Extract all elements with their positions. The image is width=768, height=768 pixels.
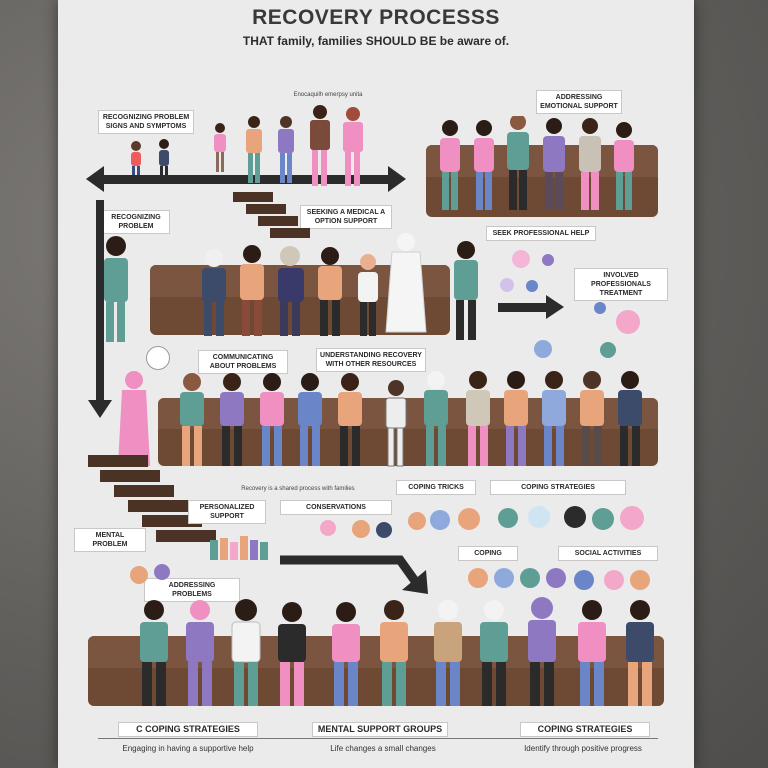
- flower-icon: [616, 310, 640, 334]
- stair-step: [128, 500, 188, 512]
- leaf-icon: [600, 342, 616, 358]
- label-social-activities: SOCIAL ACTIVITIES: [558, 546, 658, 561]
- stair-step: [270, 228, 310, 238]
- stair-step: [88, 455, 148, 467]
- bottom-note-3: Identify through positive progress: [524, 744, 642, 753]
- bottom-note-1: Engaging in having a supportive help: [122, 744, 254, 753]
- stair-step: [142, 515, 202, 527]
- flower-icon: [154, 564, 170, 580]
- label-recognizing-problem: RECOGNIZING PROBLEM: [102, 210, 170, 234]
- ball-icon: [430, 510, 450, 530]
- arrow-down-head-icon: [88, 400, 112, 418]
- face-icon: [528, 506, 550, 528]
- label-coping-tricks: COPING TRICKS: [396, 480, 476, 495]
- cage-icon: [376, 522, 392, 538]
- arrow-right-head-icon: [546, 295, 564, 319]
- people-icon: [520, 568, 540, 588]
- flower-icon: [620, 506, 644, 530]
- arrow-right-shaft: [498, 303, 548, 312]
- head-icon: [564, 506, 586, 528]
- people-icon: [546, 568, 566, 588]
- arrow-right-head-icon: [388, 166, 406, 192]
- circle-icon: [542, 254, 554, 266]
- seated-group-middle-lower: [118, 371, 642, 467]
- label-seek-professional: SEEK PROFESSIONAL HELP: [486, 226, 596, 241]
- hand-icon: [352, 520, 370, 538]
- people-icon: [494, 568, 514, 588]
- arrow-left-head-icon: [86, 166, 104, 192]
- star-icon: [594, 302, 606, 314]
- notebook-icon: [146, 346, 170, 370]
- shell-icon: [130, 566, 148, 584]
- people-icon: [468, 568, 488, 588]
- label-coping: COPING: [458, 546, 518, 561]
- arrow-diagonal-icon: [280, 555, 428, 594]
- couch-bottom: [88, 636, 664, 706]
- bottom-note-2: Life changes a small changes: [330, 744, 436, 753]
- seated-group-bottom: [140, 597, 654, 706]
- poster: RECOVERY PROCESSS THAT family, families …: [58, 0, 694, 768]
- heart-icon: [526, 280, 538, 292]
- stair-step: [258, 216, 298, 226]
- poster-title: RECOVERY PROCESSS: [252, 6, 500, 29]
- mid-caption: Recovery is a shared process with famili…: [241, 486, 355, 492]
- label-personalized-support: PERSONALIZED SUPPORT: [188, 500, 266, 524]
- label-recognizing-signs: RECOGNIZING PROBLEM SIGNS AND SYMPTOMS: [98, 110, 194, 134]
- divider-line: [98, 738, 658, 739]
- stair-step: [246, 204, 286, 214]
- arrow-left-shaft: [98, 175, 388, 184]
- bottom-caption-coping-strategies: C COPING STRATEGIES: [118, 722, 258, 737]
- stair-step: [156, 530, 216, 542]
- people-icon: [574, 570, 594, 590]
- head-icon: [630, 570, 650, 590]
- hands-icon: [592, 508, 614, 530]
- bottom-caption-coping-strategies-right: COPING STRATEGIES: [520, 722, 650, 737]
- label-seeking-help: SEEKING A MEDICAL A OPTION SUPPORT: [300, 205, 392, 229]
- label-mental-problem: MENTAL PROBLEM: [74, 528, 146, 552]
- heart-icon: [320, 520, 336, 536]
- label-conservations: CONSERVATIONS: [280, 500, 392, 515]
- label-involved-professionals: INVOLVED PROFESSIONALS TREATMENT: [574, 268, 668, 301]
- swirl-icon: [408, 512, 426, 530]
- stair-step: [100, 470, 160, 482]
- standing-family-group: [214, 105, 363, 186]
- arrow-down-shaft: [96, 200, 104, 410]
- label-communicating: COMMUNICATING ABOUT PROBLEMS: [198, 350, 288, 374]
- stair-step: [114, 485, 174, 497]
- family-group-small: [131, 139, 169, 180]
- label-addressing-problems: ADDRESSING PROBLEMS: [144, 578, 240, 602]
- stair-step: [233, 192, 273, 202]
- label-understanding: UNDERSTANDING RECOVERY WITH OTHER RESOUR…: [316, 348, 426, 372]
- heart-icon: [534, 340, 552, 358]
- brain-icon: [458, 508, 480, 530]
- bottom-caption-mental-support: MENTAL SUPPORT GROUPS: [312, 722, 448, 737]
- label-addressing-emotional: ADDRESSING EMOTIONAL SUPPORT: [536, 90, 622, 114]
- bubble-icon: [500, 278, 514, 292]
- book-row-icon: [210, 536, 268, 560]
- poster-subtitle: THAT family, families SHOULD BE be aware…: [242, 34, 510, 48]
- top-center-caption: Enocaquilh emerpsy unita: [293, 92, 363, 98]
- seated-group-top-right: [440, 116, 634, 210]
- seated-group-middle-upper: [104, 233, 478, 342]
- label-coping-strategies: COPING STRATEGIES: [490, 480, 626, 495]
- flower-icon: [512, 250, 530, 268]
- tree-icon: [498, 508, 518, 528]
- flower-icon: [604, 570, 624, 590]
